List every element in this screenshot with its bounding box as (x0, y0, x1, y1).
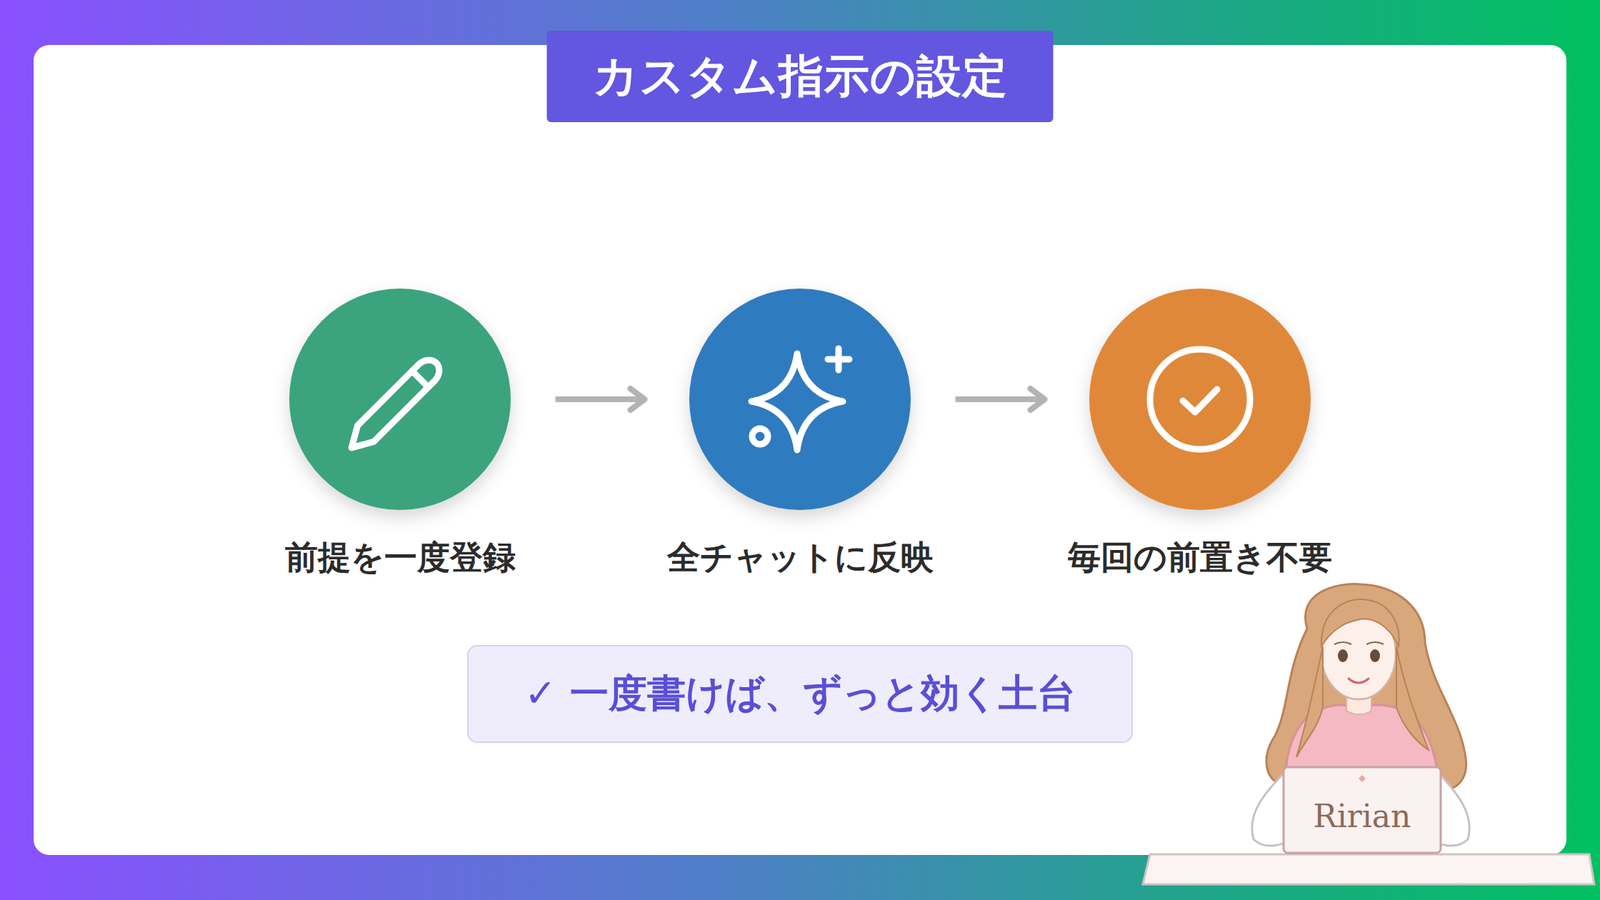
flow-arrow (955, 396, 1045, 403)
laptop (1283, 767, 1441, 853)
step-label: 前提を一度登録 (285, 537, 516, 577)
step-label: 毎回の前置き不要 (1067, 537, 1333, 577)
step-label: 全チャットに反映 (667, 537, 934, 577)
step-label-holder: 前提を一度登録 (285, 535, 516, 580)
smile (1348, 678, 1369, 683)
title-box: カスタム指示の設定 (547, 30, 1054, 123)
summary-box: ✓ 一度書けば、ずっと効く土台 (467, 645, 1133, 743)
step-circle: 全チャットに反映 (689, 288, 911, 510)
step-circle: 毎回の前置き不要 (1089, 288, 1311, 510)
sparkle-icon (751, 348, 850, 450)
step-label-holder: 全チャットに反映 (667, 535, 934, 580)
pencil-icon (343, 355, 445, 456)
flow-arrow (555, 396, 645, 403)
laptop-logo (1358, 775, 1366, 783)
hair-strand (1396, 646, 1429, 750)
desk (1142, 854, 1595, 885)
title-text: カスタム指示の設定 (592, 45, 1008, 108)
eyebrows (1334, 642, 1384, 645)
label-holder: Ririan (1313, 797, 1412, 835)
hair (1266, 584, 1467, 790)
fringe (1321, 599, 1400, 647)
step-label-holder: 毎回の前置き不要 (1067, 535, 1333, 580)
hair-strand (1296, 646, 1323, 758)
laptop-logo-text: Ririan (1313, 797, 1412, 835)
step-circle: 前提を一度登録 (289, 288, 511, 510)
eye (1337, 649, 1348, 663)
check-circle-icon (1150, 349, 1250, 450)
summary-text: ✓ 一度書けば、ずっと効く土台 (524, 667, 1076, 720)
eye (1370, 649, 1380, 663)
